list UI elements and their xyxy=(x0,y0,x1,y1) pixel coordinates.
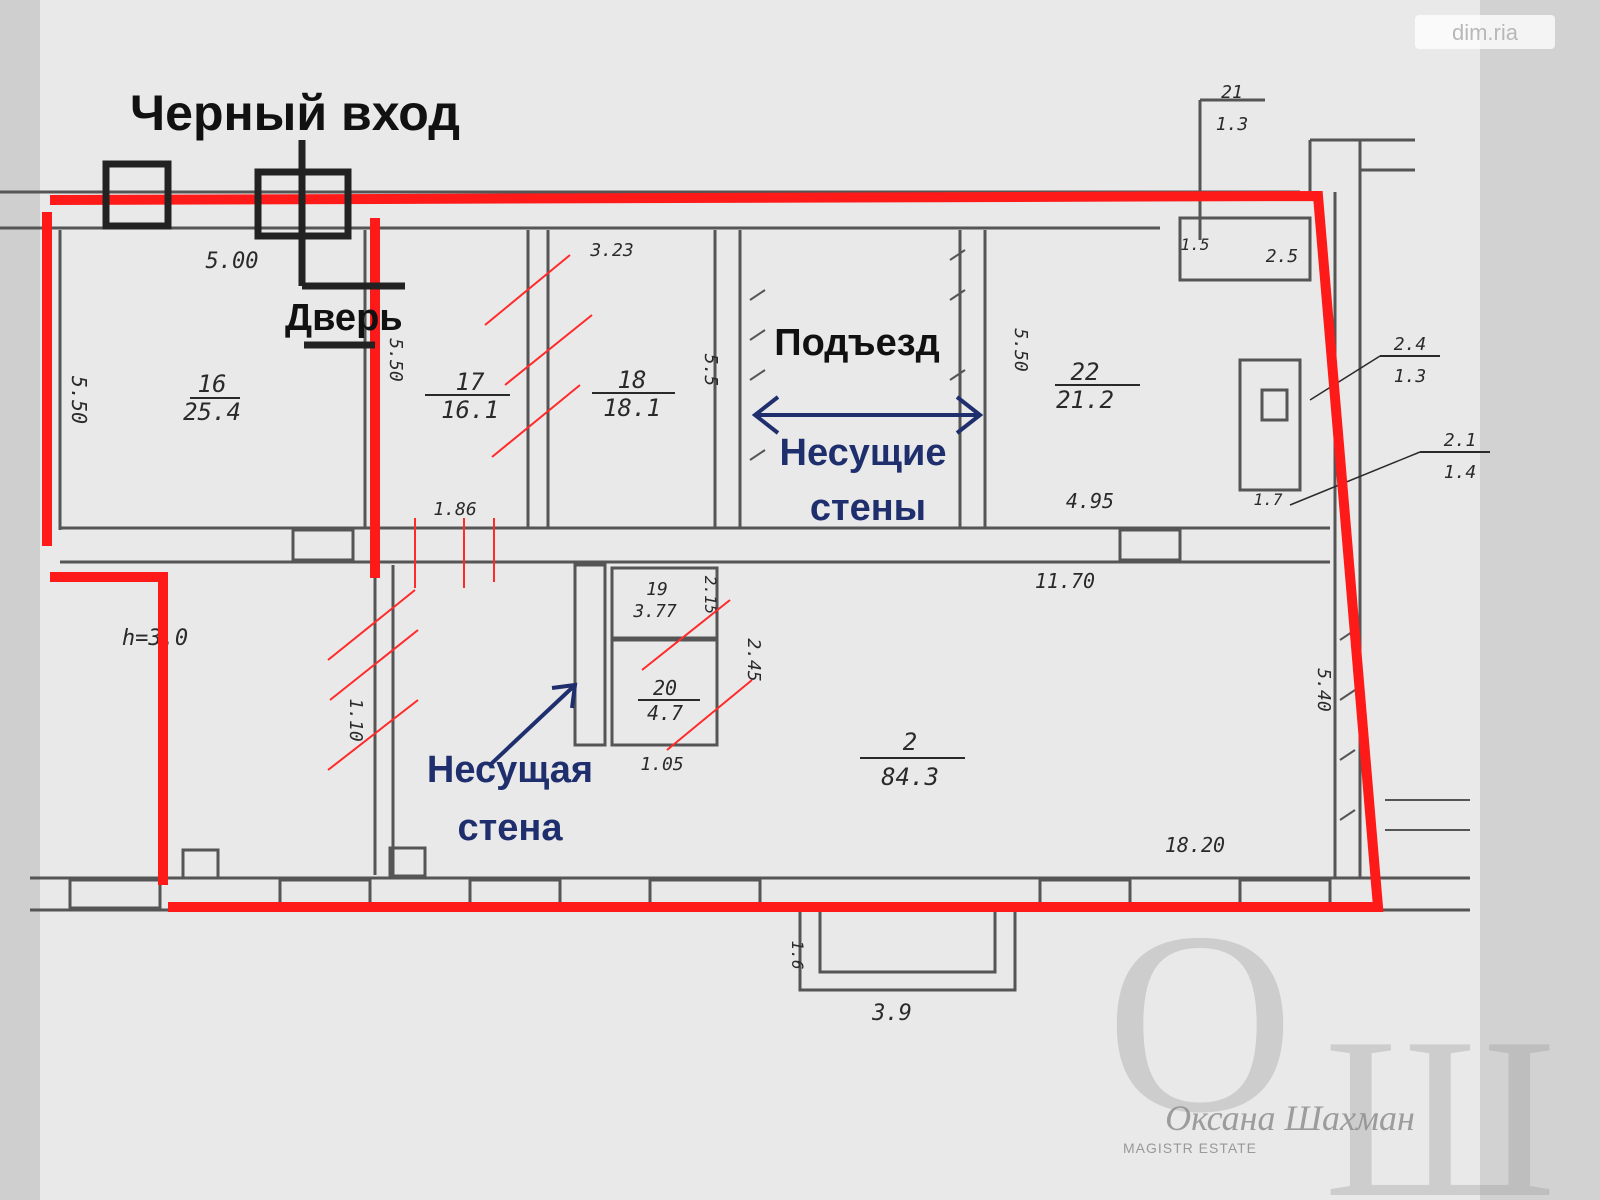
dim-left-height: 5.50 xyxy=(67,376,91,424)
logo-letter-o: О xyxy=(1106,879,1294,1167)
red-hatch-lines xyxy=(327,254,753,771)
dimension-labels: 5.00 5.50 5.50 3.23 5.5 5.50 4.95 2.5 11… xyxy=(67,235,1334,1026)
realtor-name: Оксана Шахман xyxy=(1165,1098,1415,1138)
room-24-number: 2.4 xyxy=(1394,334,1427,355)
dim-closet-height: 2.45 xyxy=(743,638,764,681)
dim-room2-height: 5.40 xyxy=(1313,668,1334,711)
dim-room18-width: 3.23 xyxy=(589,240,633,261)
room-2-number: 2 xyxy=(903,728,917,756)
dim-wc-width: 1.7 xyxy=(1254,490,1283,509)
back-entrance-markers xyxy=(102,140,405,349)
room-21-area: 1.3 xyxy=(1216,114,1249,135)
dim-room17-height: 5.50 xyxy=(385,338,406,381)
room-22-number: 22 xyxy=(1071,358,1100,386)
dim-closet-width: 1.05 xyxy=(640,754,683,775)
dim-corridor-length: 11.70 xyxy=(1035,569,1095,593)
room-19-area: 3.77 xyxy=(632,601,677,622)
dim-ceiling-height: h=3.0 xyxy=(122,626,188,651)
dim-room2-width: 18.20 xyxy=(1165,833,1225,857)
dim-lower-left: 1.10 xyxy=(345,698,366,741)
room-20-area: 4.7 xyxy=(647,701,683,725)
back-entrance-square-icon xyxy=(102,160,172,230)
left-margin-shadow xyxy=(0,0,40,1200)
load-bearing-wall-label-line1: Несущая xyxy=(427,749,593,791)
room-20-number: 20 xyxy=(653,676,677,700)
room-21-number: 21 xyxy=(1221,82,1243,103)
room-17-area: 16.1 xyxy=(441,396,499,424)
right-margin-shadow xyxy=(1480,0,1600,1200)
dim-top-left-width: 5.00 xyxy=(206,249,259,274)
site-watermark: dim.ria xyxy=(1415,15,1555,49)
room-2-area: 84.3 xyxy=(881,763,939,791)
dim-shaft: 1.5 xyxy=(1181,235,1210,254)
dim-balcony-width: 3.9 xyxy=(871,1001,912,1026)
room-21b-number: 2.1 xyxy=(1444,430,1477,451)
realtor-company: MAGISTR ESTATE xyxy=(1123,1140,1257,1156)
room-labels: 16 25.4 17 16.1 18 18.1 22 21.2 19 3.77 … xyxy=(183,82,1490,791)
dim-balcony-depth: 1.6 xyxy=(788,941,807,970)
load-bearing-wall-label-line2: стена xyxy=(458,807,564,849)
room-16-number: 16 xyxy=(198,370,227,398)
dim-hall-width: 1.86 xyxy=(433,499,476,520)
double-arrow-icon xyxy=(751,395,984,435)
room-17-number: 17 xyxy=(456,368,485,396)
dim-bath-width: 2.5 xyxy=(1266,246,1299,267)
room-16-area: 25.4 xyxy=(183,398,241,426)
dim-wc-height: 2.15 xyxy=(701,576,720,615)
building-walls xyxy=(0,98,1470,992)
logo-letter-sh: Ш xyxy=(1324,990,1556,1200)
room-18-number: 18 xyxy=(618,366,647,394)
room-22-area: 21.2 xyxy=(1056,386,1114,414)
wall-hatching xyxy=(749,249,1470,831)
room-19-number: 19 xyxy=(646,579,668,600)
room-18-area: 18.1 xyxy=(603,394,661,422)
load-bearing-walls-label-line2: стены xyxy=(810,487,926,529)
back-entrance-label: Черный вход xyxy=(130,85,460,141)
load-bearing-walls-label-line1: Несущие xyxy=(780,432,947,474)
red-property-outline xyxy=(42,190,1384,912)
dim-room18-height: 5.5 xyxy=(700,354,721,387)
room-21b-area: 1.4 xyxy=(1444,462,1477,483)
door-label: Дверь xyxy=(285,297,403,339)
dim-room22-height: 5.50 xyxy=(1010,328,1031,371)
room-24-area: 1.3 xyxy=(1394,366,1427,387)
realtor-logo: О Ш xyxy=(1106,879,1556,1200)
entrance-label: Подъезд xyxy=(774,322,940,364)
dim-room22-width: 4.95 xyxy=(1066,489,1114,513)
arrow-icon xyxy=(488,682,578,767)
site-watermark-text: dim.ria xyxy=(1452,20,1519,45)
